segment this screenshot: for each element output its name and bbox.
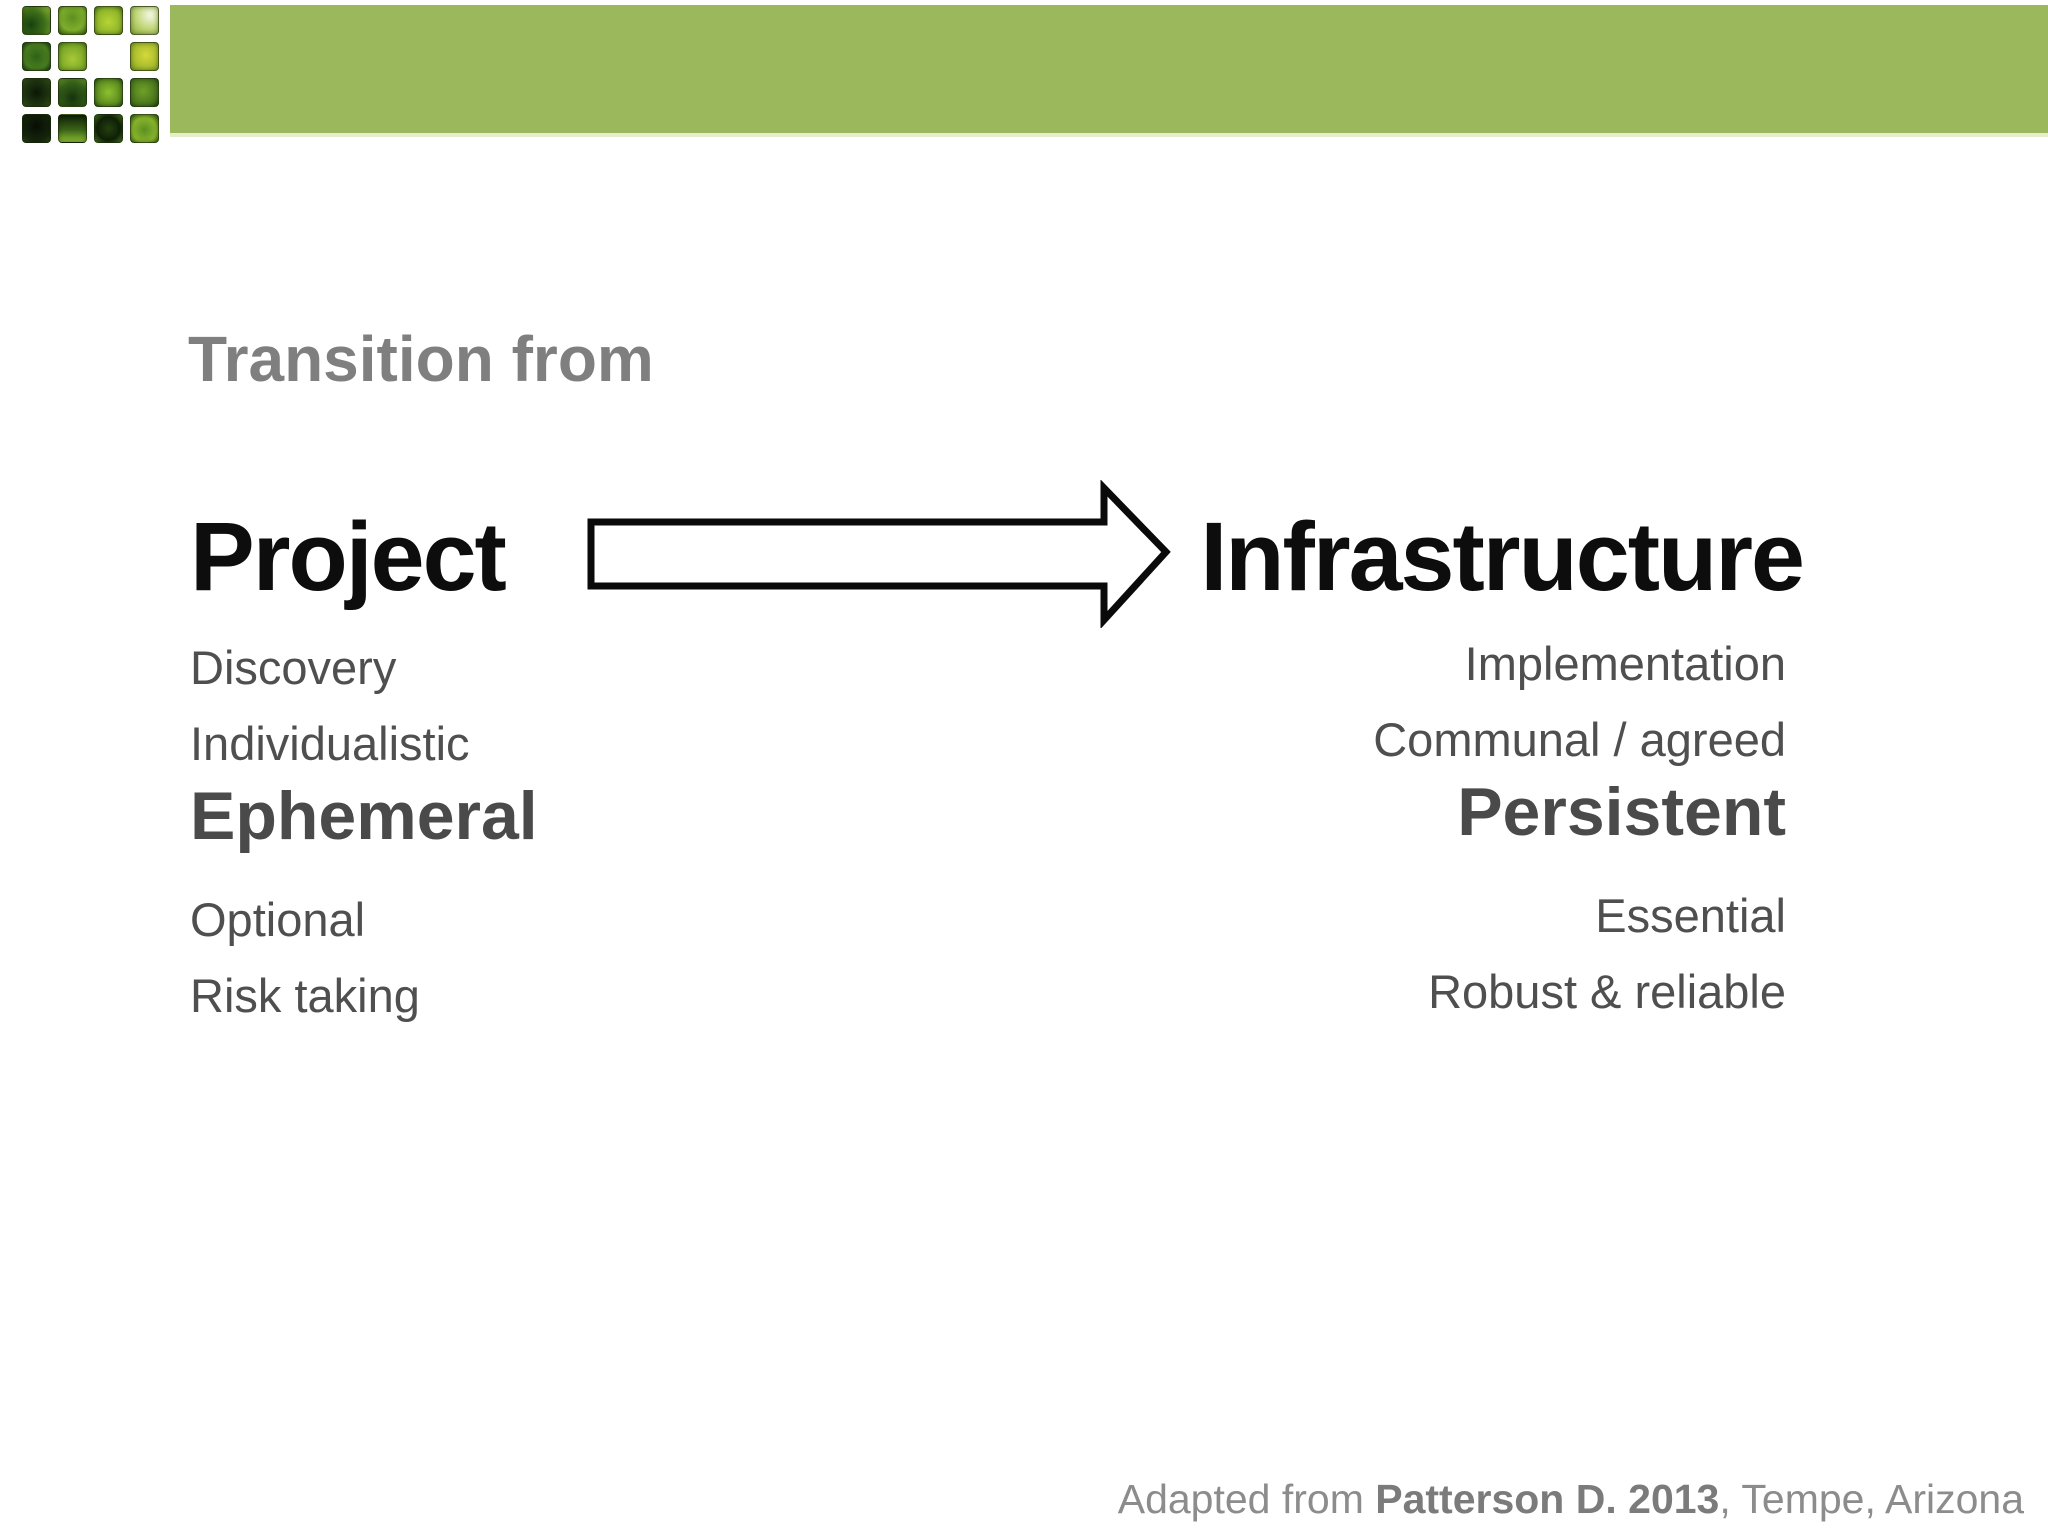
right-item: Communal / agreed <box>1373 713 1786 766</box>
slide-kicker: Transition from <box>188 323 654 395</box>
left-heading: Project <box>190 502 507 611</box>
logo-tile <box>130 42 159 71</box>
green-grid-logo <box>22 6 159 143</box>
left-item: Individualistic <box>190 717 470 770</box>
left-emphasis-item: Ephemeral <box>190 778 538 854</box>
right-arrow-icon <box>585 480 1175 628</box>
logo-tile <box>22 78 51 107</box>
left-item: Optional <box>190 893 366 946</box>
logo-tile <box>22 114 51 143</box>
logo-tile <box>22 6 51 35</box>
attribution-prefix: Adapted from <box>1117 1476 1376 1522</box>
logo-tile <box>22 42 51 71</box>
logo-tile <box>58 114 87 143</box>
logo-tile <box>58 6 87 35</box>
attribution-suffix: , Tempe, Arizona <box>1719 1476 2024 1522</box>
right-heading: Infrastructure <box>1200 502 1805 611</box>
logo-tile <box>130 114 159 143</box>
logo-tile <box>130 6 159 35</box>
logo-tile <box>94 78 123 107</box>
logo-tile <box>94 6 123 35</box>
attribution-source: Patterson D. 2013 <box>1375 1476 1720 1522</box>
logo-tile <box>58 78 87 107</box>
right-emphasis-item: Persistent <box>1457 774 1786 850</box>
attribution: Adapted from Patterson D. 2013, Tempe, A… <box>1118 1476 2024 1523</box>
header-bar <box>170 5 2048 137</box>
logo-tile <box>130 78 159 107</box>
right-item: Implementation <box>1464 637 1786 690</box>
left-item: Risk taking <box>190 969 420 1022</box>
logo-tile <box>58 42 87 71</box>
right-item: Robust & reliable <box>1428 965 1786 1018</box>
logo-tile <box>94 114 123 143</box>
left-item: Discovery <box>190 641 397 694</box>
right-item: Essential <box>1595 889 1786 942</box>
